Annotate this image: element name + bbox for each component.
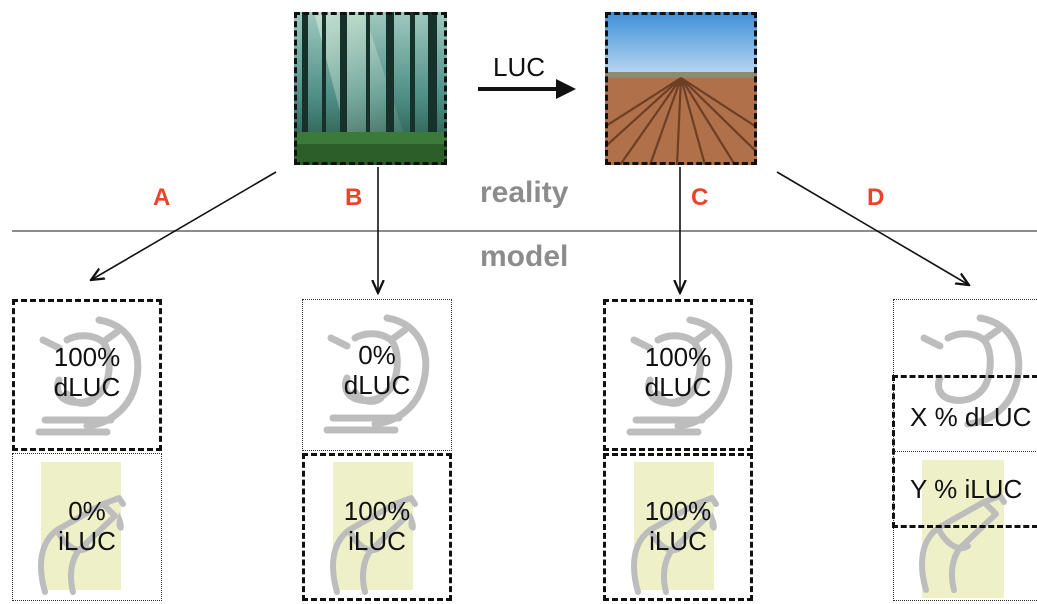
cow-icon: [323, 314, 430, 434]
scenario-d-letter: D: [867, 184, 885, 211]
model-label: model: [480, 240, 569, 273]
scenario-d-dluc-text: X % dLUC: [910, 402, 1032, 432]
field-photo: [605, 12, 757, 165]
scenario-d-iluc-text: Y % iLUC: [910, 474, 1023, 504]
scenario-d-box: X % dLUC Y % iLUC: [892, 299, 1037, 601]
scenario-d-divider: [894, 451, 1037, 452]
scenario-c-iluc-text: 100% iLUC: [606, 496, 750, 556]
reality-label: reality: [480, 176, 569, 209]
cow-icon: [920, 314, 1023, 428]
scenario-b-dluc-text: 0% dLUC: [303, 340, 451, 400]
luc-label: LUC: [493, 52, 546, 82]
scenario-b-dluc-percent: 0%: [358, 340, 396, 370]
scenario-c-iluc-percent: 100%: [644, 496, 712, 526]
scenario-a-iluc-label: iLUC: [58, 526, 116, 556]
forest-image: [294, 12, 447, 165]
scenario-b-iluc-label: iLUC: [348, 526, 406, 556]
scenario-c-letter: C: [691, 184, 709, 211]
field-photo-border: [605, 12, 757, 165]
scenario-c-dluc-text: 100% dLUC: [606, 342, 750, 402]
forest-photo: [294, 12, 447, 165]
fuel-nozzle-icon: [631, 495, 719, 595]
cow-icon: [35, 316, 142, 436]
scenario-d-dashed-overlay: [892, 375, 1037, 528]
scenario-a-dluc-label: dLUC: [53, 372, 121, 402]
scenario-c-dluc-label: dLUC: [644, 372, 712, 402]
scenario-a-dluc-percent: 100%: [53, 342, 121, 372]
scenario-c-dluc-percent: 100%: [644, 342, 712, 372]
scenario-b-dluc-box: 0% dLUC: [302, 299, 452, 451]
fuel-nozzle-icon: [919, 493, 1007, 593]
scenario-b-dluc-label: dLUC: [343, 370, 411, 400]
arrow-d: [776, 171, 969, 285]
scenario-a-iluc-percent: 0%: [68, 496, 106, 526]
field-image: [605, 12, 757, 165]
arrow-a: [91, 171, 277, 280]
fuel-nozzle-icon: [330, 495, 418, 595]
scenario-a-iluc-text: 0% iLUC: [13, 496, 161, 556]
scenario-b-iluc-percent: 100%: [343, 496, 411, 526]
scenario-a-dluc-text: 100% dLUC: [15, 342, 159, 402]
scenario-c-iluc-box: 100% iLUC: [603, 453, 753, 601]
scenario-c-dluc-box: 100% dLUC: [603, 299, 753, 451]
cow-icon: [626, 316, 733, 436]
scenario-b-iluc-box: 100% iLUC: [302, 453, 452, 601]
scenario-a-dluc-box: 100% dLUC: [12, 299, 162, 451]
scenario-a-letter: A: [153, 184, 171, 211]
scenario-c-iluc-label: iLUC: [649, 526, 707, 556]
scenario-b-iluc-text: 100% iLUC: [305, 496, 449, 556]
fuel-nozzle-icon: [38, 495, 126, 595]
forest-photo-border: [294, 12, 447, 165]
scenario-b-letter: B: [345, 184, 363, 211]
scenario-a-iluc-box: 0% iLUC: [12, 453, 162, 601]
